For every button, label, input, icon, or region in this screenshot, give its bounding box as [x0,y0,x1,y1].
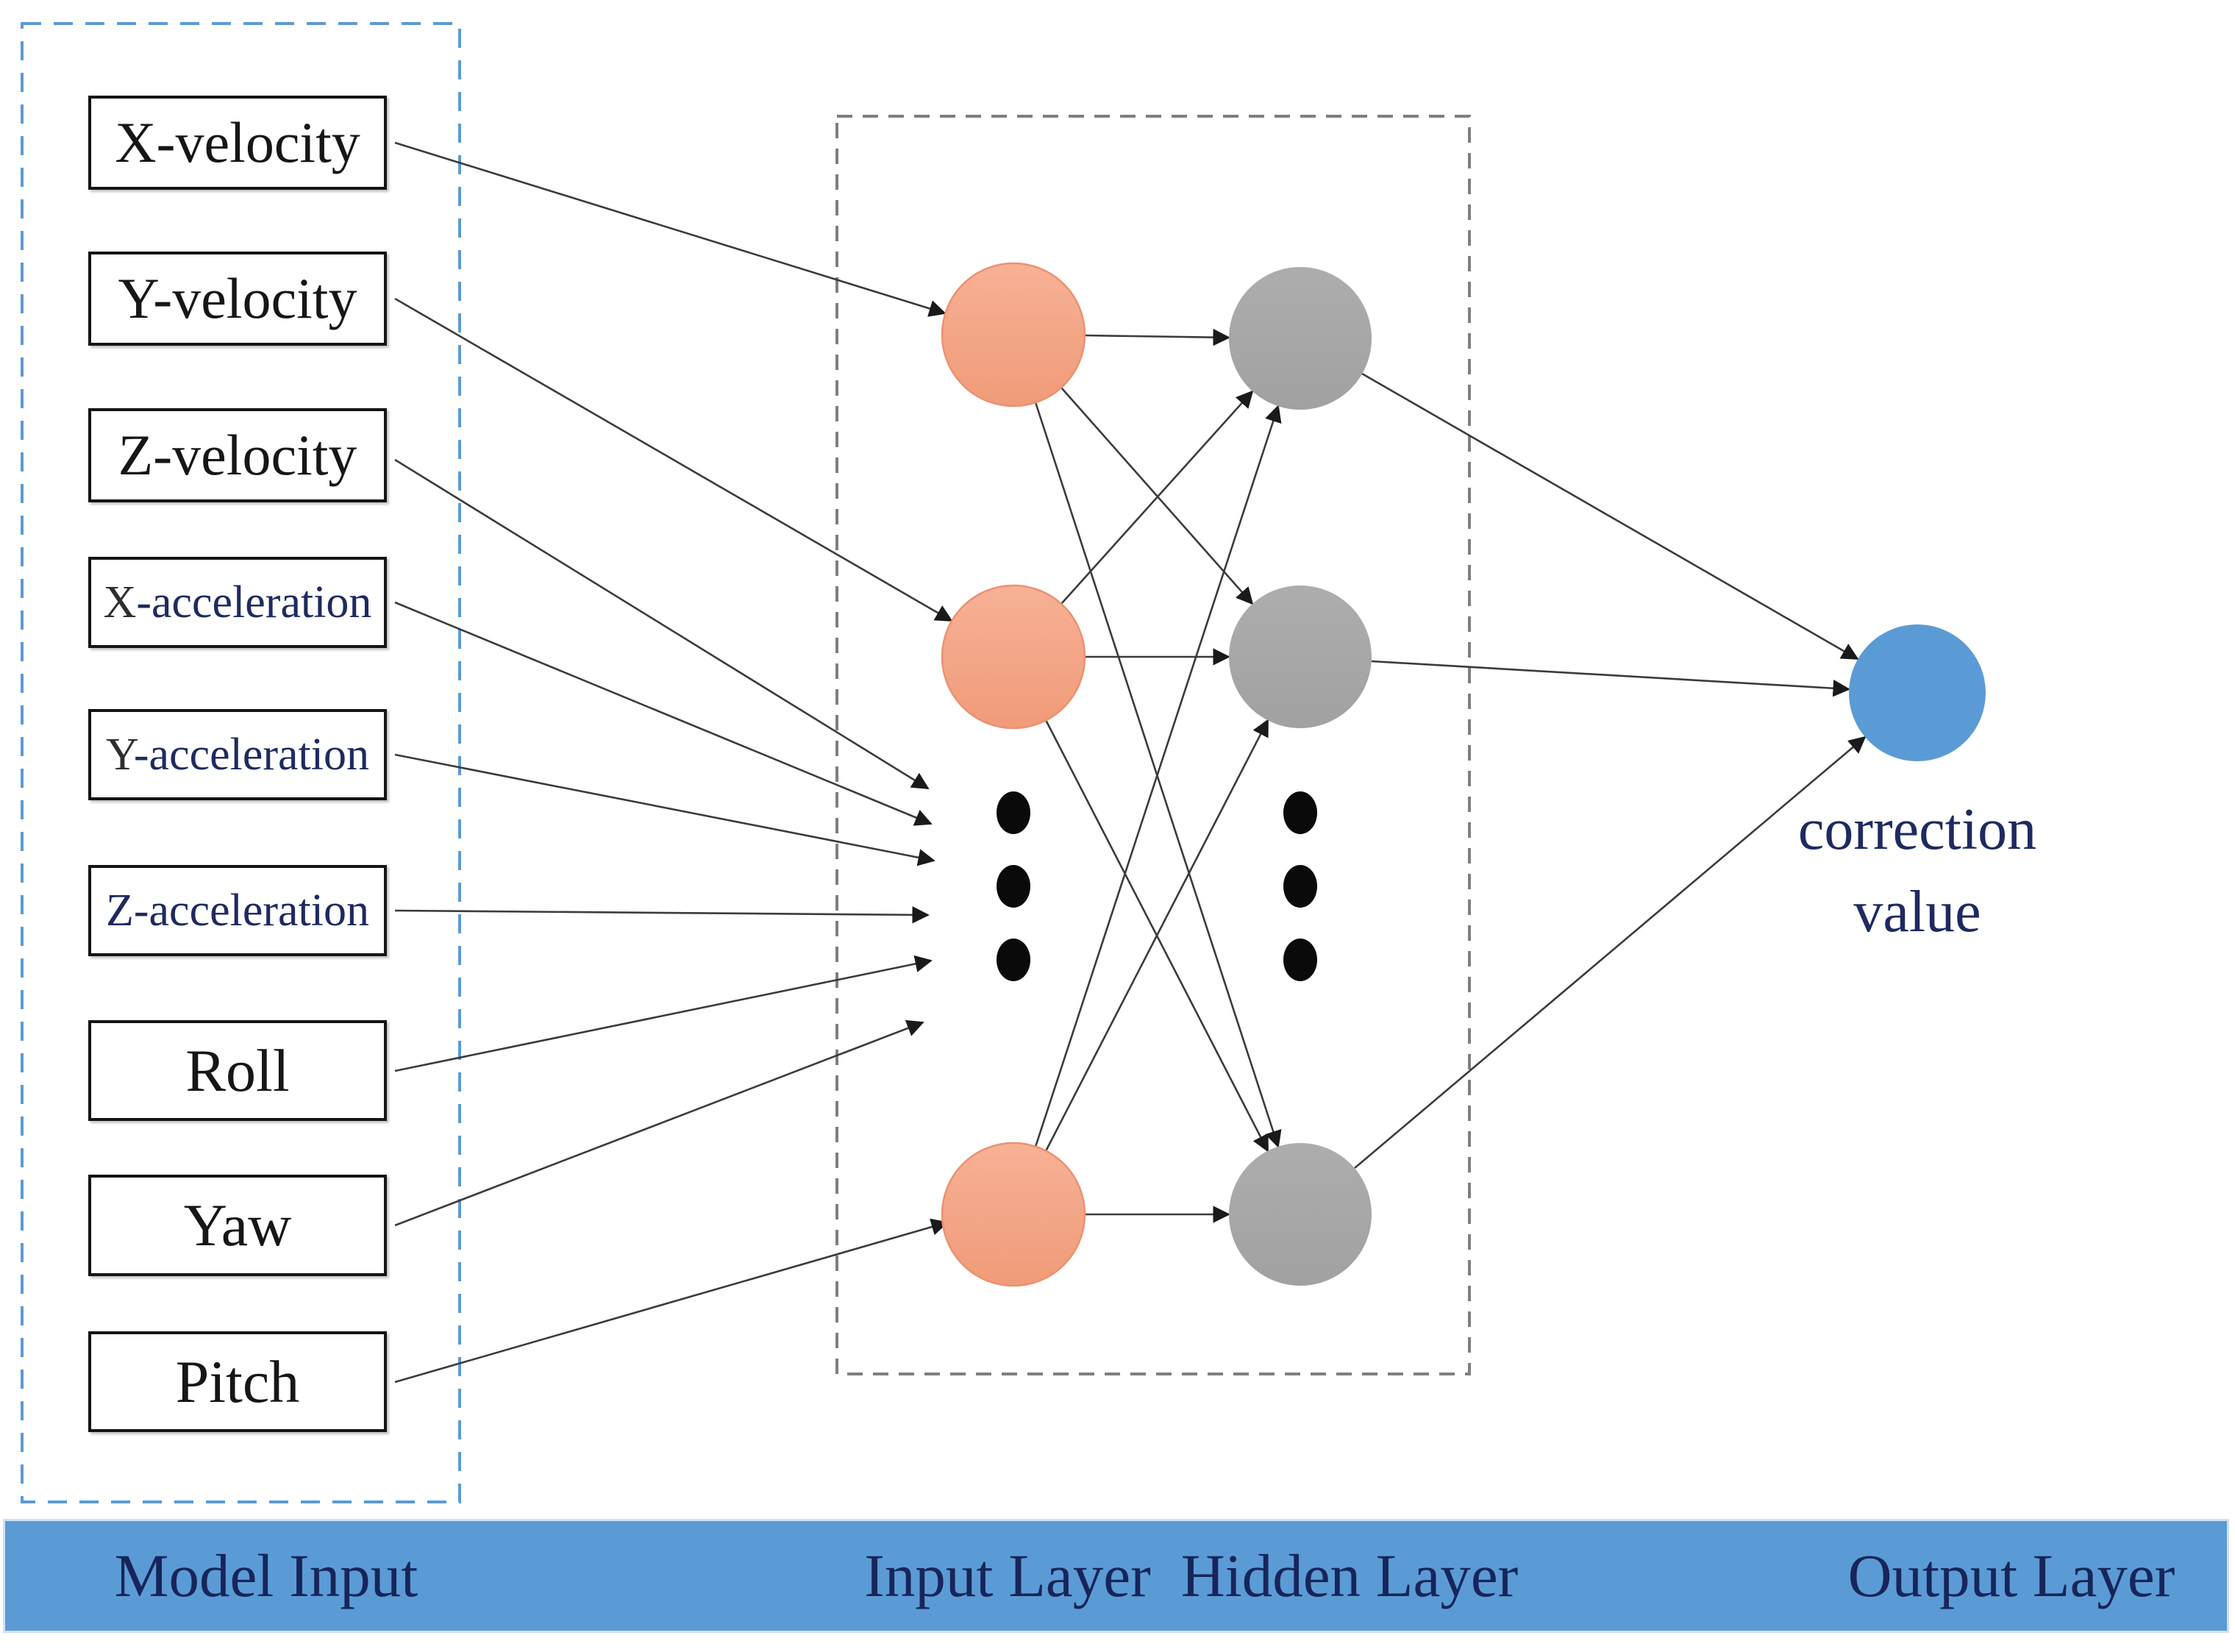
footer-bar: Model Input Input Layer Hidden Layer Out… [3,1519,2229,1633]
hidden-node-3 [1229,1143,1372,1286]
hidden-node-1 [1229,267,1372,410]
input-arrows [394,141,953,1384]
input-node-3 [941,1142,1086,1287]
input-box-y-acceleration: Y-acceleration [88,709,387,800]
input-box-roll: Roll [88,1020,387,1121]
connection-i3-h1 [1034,405,1282,1147]
input-box-label: X-velocity [115,110,360,174]
arrow-y-acceleration [394,753,935,866]
hidden-node-2 [1229,585,1372,728]
connection-i1-h1 [1084,328,1230,346]
network-layers-box [835,115,1471,1375]
input-node-1 [941,262,1086,407]
input-ellipsis-dot [997,865,1030,908]
input-box-label: Y-velocity [118,266,357,330]
input-box-pitch: Pitch [88,1331,387,1432]
input-box-label: Y-acceleration [106,730,369,780]
connection-h3-out [1354,736,1867,1169]
input-box-label: Roll [185,1036,290,1104]
arrow-x-acceleration [394,601,933,826]
footer-label-model-input: Model Input [114,1542,418,1609]
arrow-x-velocity [394,141,947,317]
connection-h2-out [1371,660,1850,697]
connection-i2-h1 [1061,390,1254,605]
output-node [1849,624,1986,761]
input-box-z-velocity: Z-velocity [88,408,387,502]
footer-label-hidden-layer: Hidden Layer [1180,1542,1519,1609]
connection-i1-h2 [1061,387,1254,605]
input-box-x-velocity: X-velocity [88,96,387,190]
input-box-x-acceleration: X-acceleration [88,557,387,648]
hidden-ellipsis-dot [1283,791,1317,834]
footer-label-output-layer: Output Layer [1847,1542,2175,1609]
ellipsis-dots [997,791,1317,981]
arrow-yaw [394,1019,924,1227]
footer-label-input-layer: Input Layer [864,1542,1151,1609]
input-ellipsis-dot [997,791,1030,834]
arrow-y-velocity [394,297,953,622]
arrow-z-velocity [394,458,930,790]
input-ellipsis-dot [997,939,1030,981]
input-box-label: Z-acceleration [106,886,369,936]
input-box-label: Pitch [175,1347,300,1415]
connection-h1-out [1361,372,1859,661]
arrow-roll [394,955,933,1072]
arrow-pitch [394,1218,949,1384]
input-box-label: X-acceleration [103,577,372,627]
connection-i3-h2 [1044,719,1269,1152]
model-input-group-box [21,22,461,1503]
output-connections [1354,372,1867,1169]
input-box-label: Z-velocity [118,423,357,487]
hidden-ellipsis-dot [1283,865,1317,908]
input-box-yaw: Yaw [88,1175,387,1276]
arrow-z-acceleration [394,906,930,924]
input-box-label: Yaw [183,1192,292,1258]
output-node-label: correction value [1797,797,2037,944]
input-box-y-velocity: Y-velocity [88,252,387,346]
input-node-2 [941,584,1086,730]
hidden-ellipsis-dot [1283,939,1317,981]
input-box-z-acceleration: Z-acceleration [88,865,387,956]
hidden-connections [1034,328,1282,1223]
